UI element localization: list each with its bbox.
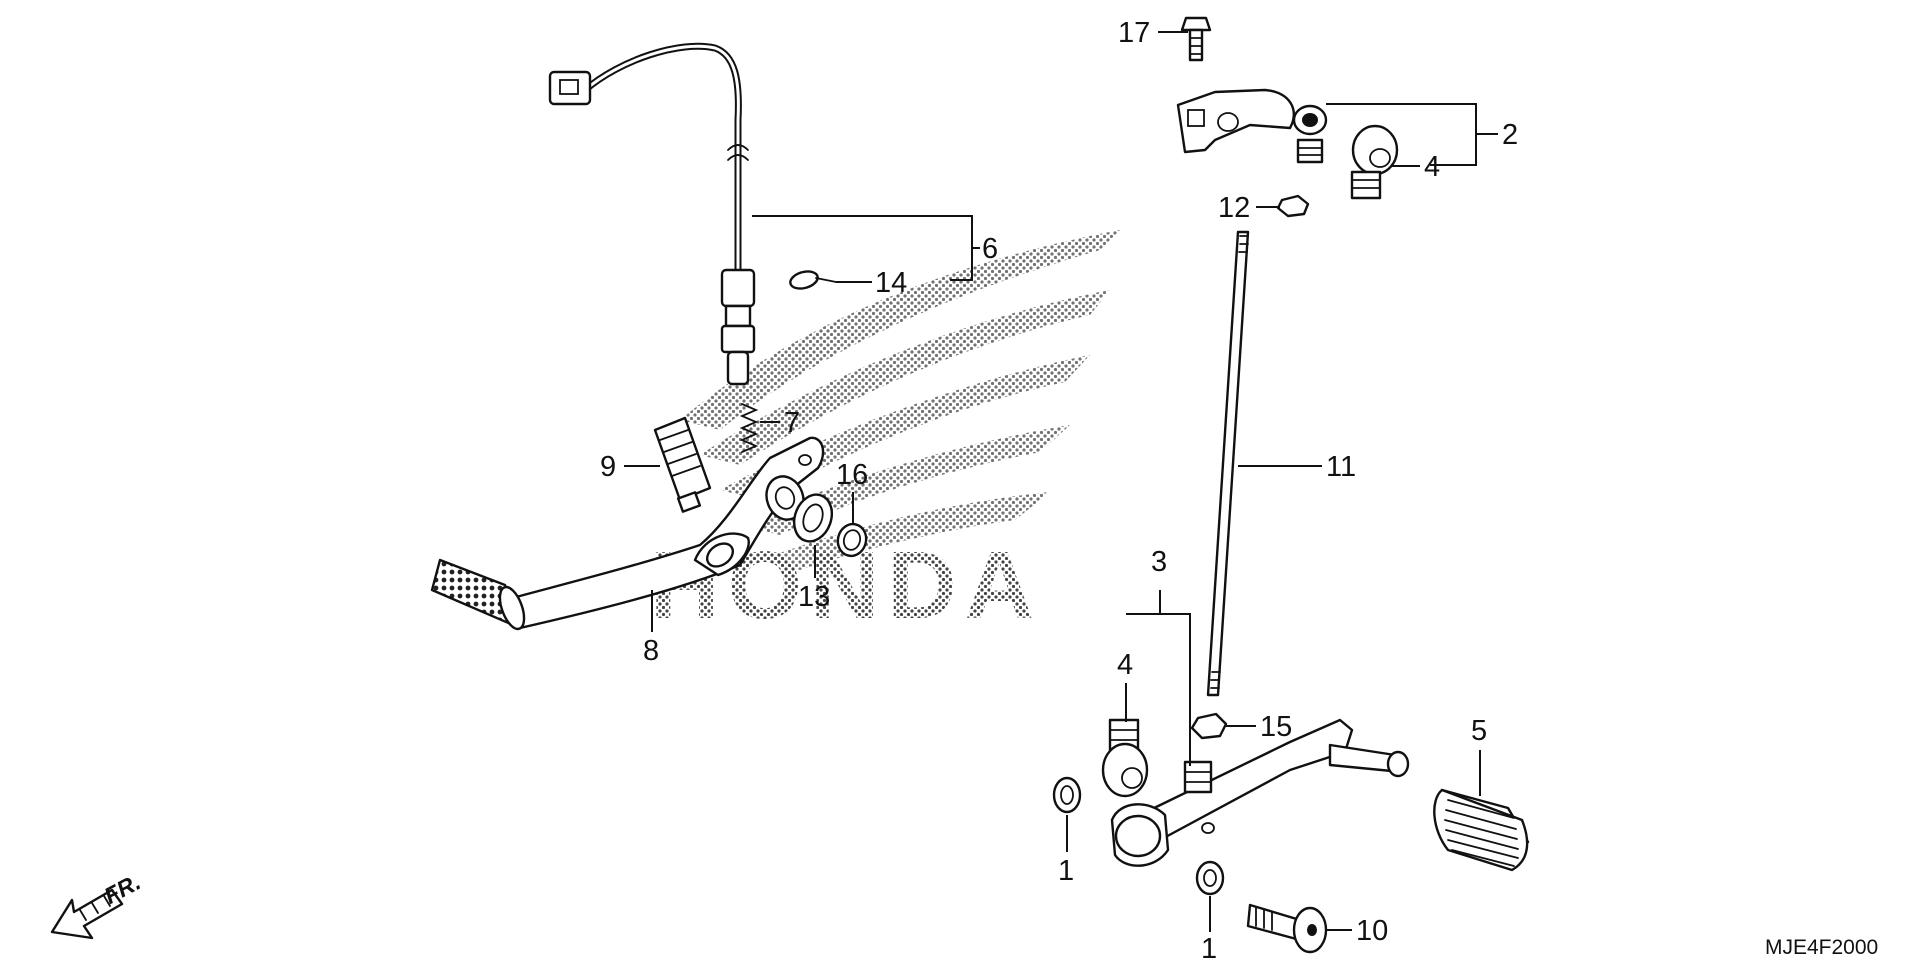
part-ball-joint-bottom[interactable] [1101,718,1149,798]
callout-17: 17 [1118,17,1150,49]
front-direction-arrow-icon [50,888,124,940]
callout-15: 15 [1260,711,1292,743]
diagram-code: MJE4F2000 [1765,936,1878,959]
part-bolt-top[interactable] [1180,16,1212,62]
leader-lines [624,31,1498,932]
part-ball-joint-top[interactable] [1350,124,1399,200]
callout-1-right: 1 [1201,933,1217,960]
part-washer[interactable] [788,489,838,546]
callout-12: 12 [1218,192,1250,224]
part-spring[interactable] [739,403,759,453]
callout-3: 3 [1151,546,1167,578]
part-shift-sensor[interactable] [548,42,756,386]
part-washer-left[interactable] [1052,776,1082,814]
callout-1-left: 1 [1058,855,1074,887]
callout-11: 11 [1326,451,1356,483]
callout-4-bottom: 4 [1117,649,1133,681]
part-pivot-bolt[interactable] [1246,903,1328,954]
part-pedal-rubber[interactable] [1433,788,1530,872]
callout-labels: 6 14 7 9 16 13 8 17 2 4 12 11 3 4 15 5 1… [600,17,1518,960]
callout-8: 8 [643,635,659,667]
callout-4-top: 4 [1424,151,1440,183]
part-washer-right[interactable] [1195,860,1225,896]
callout-5: 5 [1471,715,1487,747]
part-circlip[interactable] [834,521,869,559]
callout-2: 2 [1502,119,1518,151]
callout-7: 7 [784,407,800,439]
callout-14: 14 [875,267,907,299]
part-shift-arm[interactable] [1176,88,1328,164]
callout-13: 13 [798,581,830,613]
part-pivot-bushing[interactable] [653,416,712,513]
part-shift-rod[interactable] [1206,230,1250,697]
callout-10: 10 [1356,915,1388,947]
part-brake-pedal[interactable] [430,436,825,632]
callout-9: 9 [600,451,616,483]
part-nut-bottom[interactable] [1190,712,1228,740]
part-nut-top[interactable] [1276,194,1310,218]
part-shift-pedal[interactable] [1110,718,1410,867]
part-clip[interactable] [788,269,837,292]
callout-6: 6 [982,233,998,265]
callout-16: 16 [836,459,868,491]
